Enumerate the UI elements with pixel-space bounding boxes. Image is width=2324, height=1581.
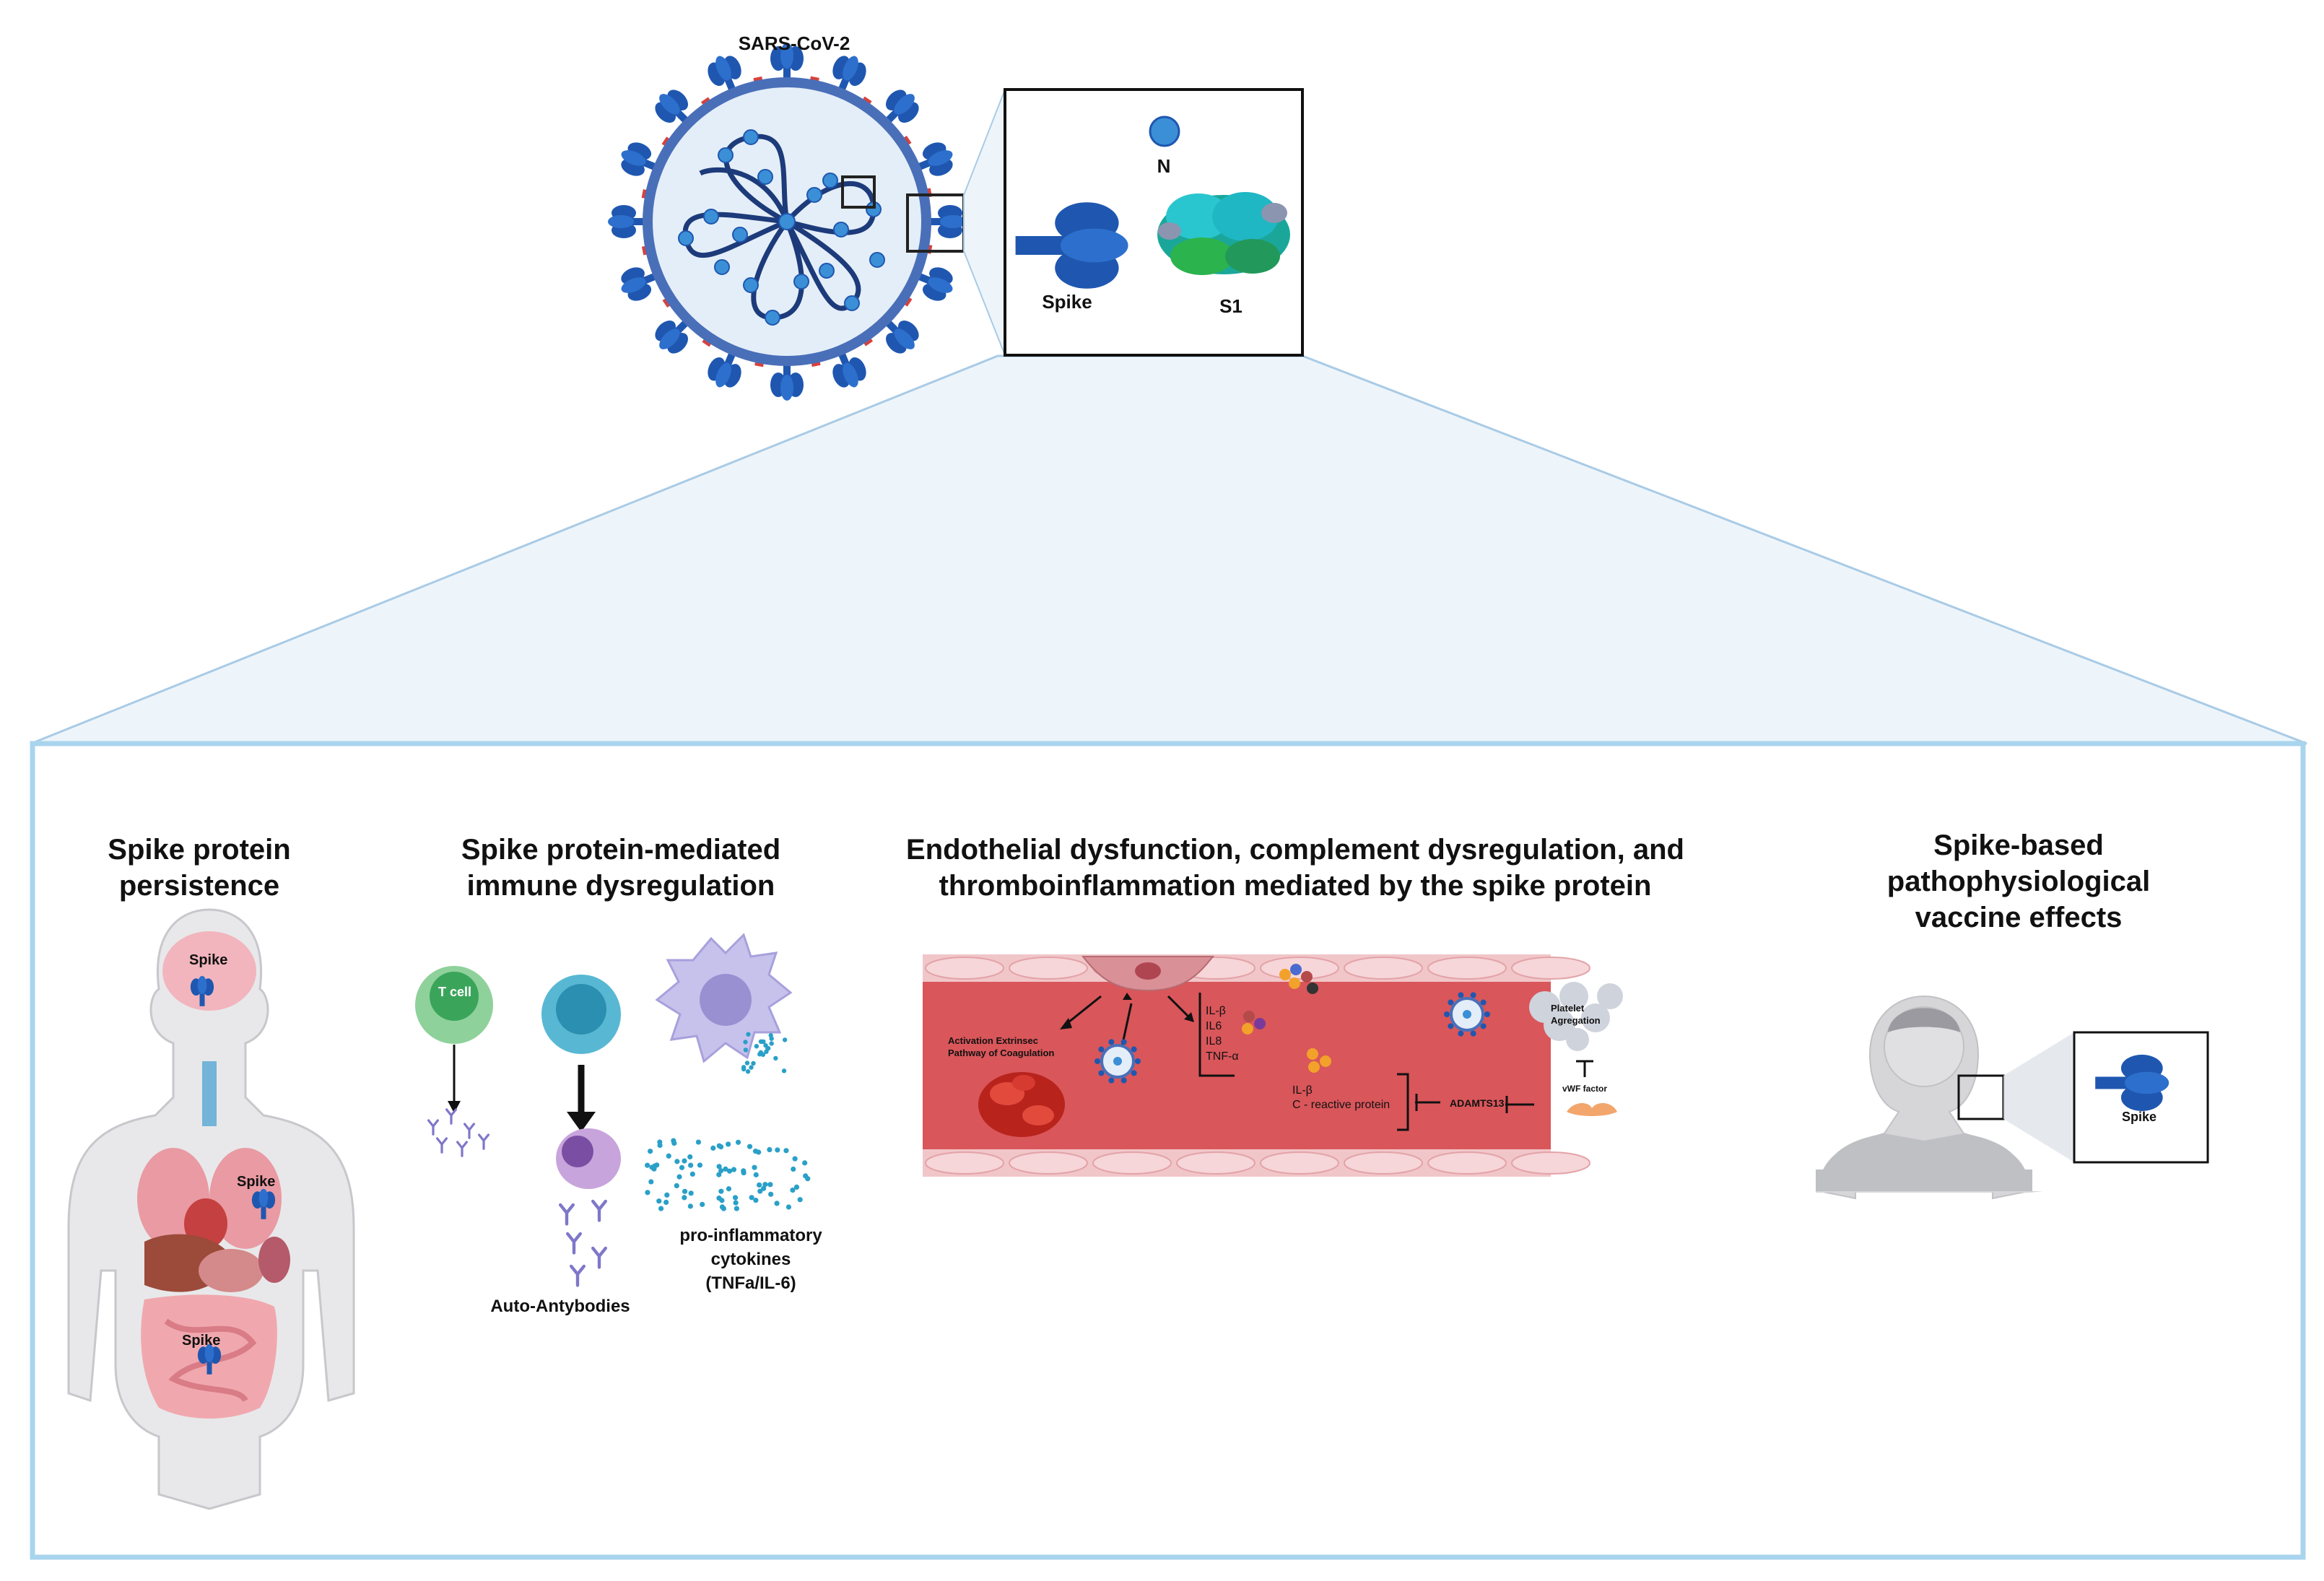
persistence-title-line-2: persistence <box>118 870 280 902</box>
vaccinated-person-figure <box>1816 995 2043 1200</box>
adamts13-label: ADAMTS13 <box>1450 1097 1505 1109</box>
b-cell-icon <box>541 975 621 1054</box>
cytokine-spheres <box>1242 964 1331 1073</box>
vaccine-title-line-3: vaccine effects <box>1915 902 2123 933</box>
t-cell-label: T cell <box>438 985 472 999</box>
interleukin-8-label: IL8 <box>1206 1035 1222 1048</box>
n-protein-label: N <box>1157 155 1171 177</box>
vwf-factor-label: vWF factor <box>1562 1084 1608 1094</box>
platelet-label-line-1: Platelet <box>1551 1003 1585 1014</box>
brain-spike-label: Spike <box>189 952 228 968</box>
vaccine-title-line-2: pathophysiological <box>1886 866 2151 897</box>
vaccine-spike-label: Spike <box>2121 1110 2157 1124</box>
marker-bracket <box>1397 1073 1409 1131</box>
spike-protein-label: Spike <box>1042 291 1092 313</box>
gut-spike-label: Spike <box>182 1333 221 1349</box>
crp-marker-label: C - reactive protein <box>1292 1099 1391 1111</box>
persistence-title-line-1: Spike protein <box>108 834 291 866</box>
cytokine-label-line-1: pro-inflammatory <box>679 1226 822 1245</box>
cytokine-label-line-3: (TNFa/IL-6) <box>705 1273 796 1293</box>
lung-spike-label: Spike <box>237 1174 276 1190</box>
plasma-cell-icon <box>556 1128 621 1189</box>
endothelial-title-line-2: thromboinflammation mediated by the spik… <box>939 870 1652 902</box>
interleukin-bracket <box>1198 993 1235 1077</box>
injection-zoom-connector <box>2003 1032 2074 1162</box>
inhibition-markers <box>1415 1060 1593 1113</box>
human-body-figure <box>67 908 355 1510</box>
cytokine-label-line-2: cytokines <box>710 1250 791 1269</box>
virus-particle <box>608 43 966 401</box>
platelet-label-line-2: Agregation <box>1551 1015 1601 1026</box>
inset-connector <box>963 89 1006 356</box>
virus-zoom-box-small <box>841 175 876 209</box>
macrophage-icon <box>655 933 793 1063</box>
zoom-projection <box>30 354 2307 745</box>
blood-vessel <box>923 954 1590 1177</box>
endothelial-title-line-1: Endothelial dysfunction, complement dysr… <box>906 834 1684 866</box>
immune-title-line-1: Spike protein-mediated <box>461 834 781 866</box>
t-cell-icon <box>415 966 493 1044</box>
il-beta-marker-label: IL-β <box>1292 1084 1313 1097</box>
tnf-alpha-label: TNF-α <box>1206 1050 1239 1063</box>
interleukin-6-label: IL6 <box>1206 1020 1222 1032</box>
coagulation-label-line-2: Pathway of Coagulation <box>948 1048 1055 1058</box>
platelet-aggregation-icon <box>1529 982 1623 1051</box>
clot-icon <box>978 1072 1065 1137</box>
virus-in-vessel-icon-2 <box>1444 992 1490 1037</box>
coagulation-label-line-1: Activation Extrinsec <box>948 1035 1038 1046</box>
virus-label: SARS-CoV-2 <box>738 32 850 54</box>
cytokine-burst-small <box>741 1032 788 1074</box>
vaccine-title-line-1: Spike-based <box>1933 829 2104 861</box>
s1-label: S1 <box>1219 295 1242 317</box>
virus-in-vessel-icon <box>1094 1039 1141 1084</box>
n-protein-icon <box>1149 116 1180 147</box>
s1-protein-structure-icon <box>1157 192 1290 275</box>
immune-title-line-2: immune dysregulation <box>466 870 775 902</box>
vwf-factor-icon <box>1567 1103 1617 1116</box>
auto-antibodies-label: Auto-Antybodies <box>490 1297 630 1316</box>
interleukin-1-label: IL-β <box>1206 1005 1226 1017</box>
cytokine-cloud <box>645 1138 811 1211</box>
